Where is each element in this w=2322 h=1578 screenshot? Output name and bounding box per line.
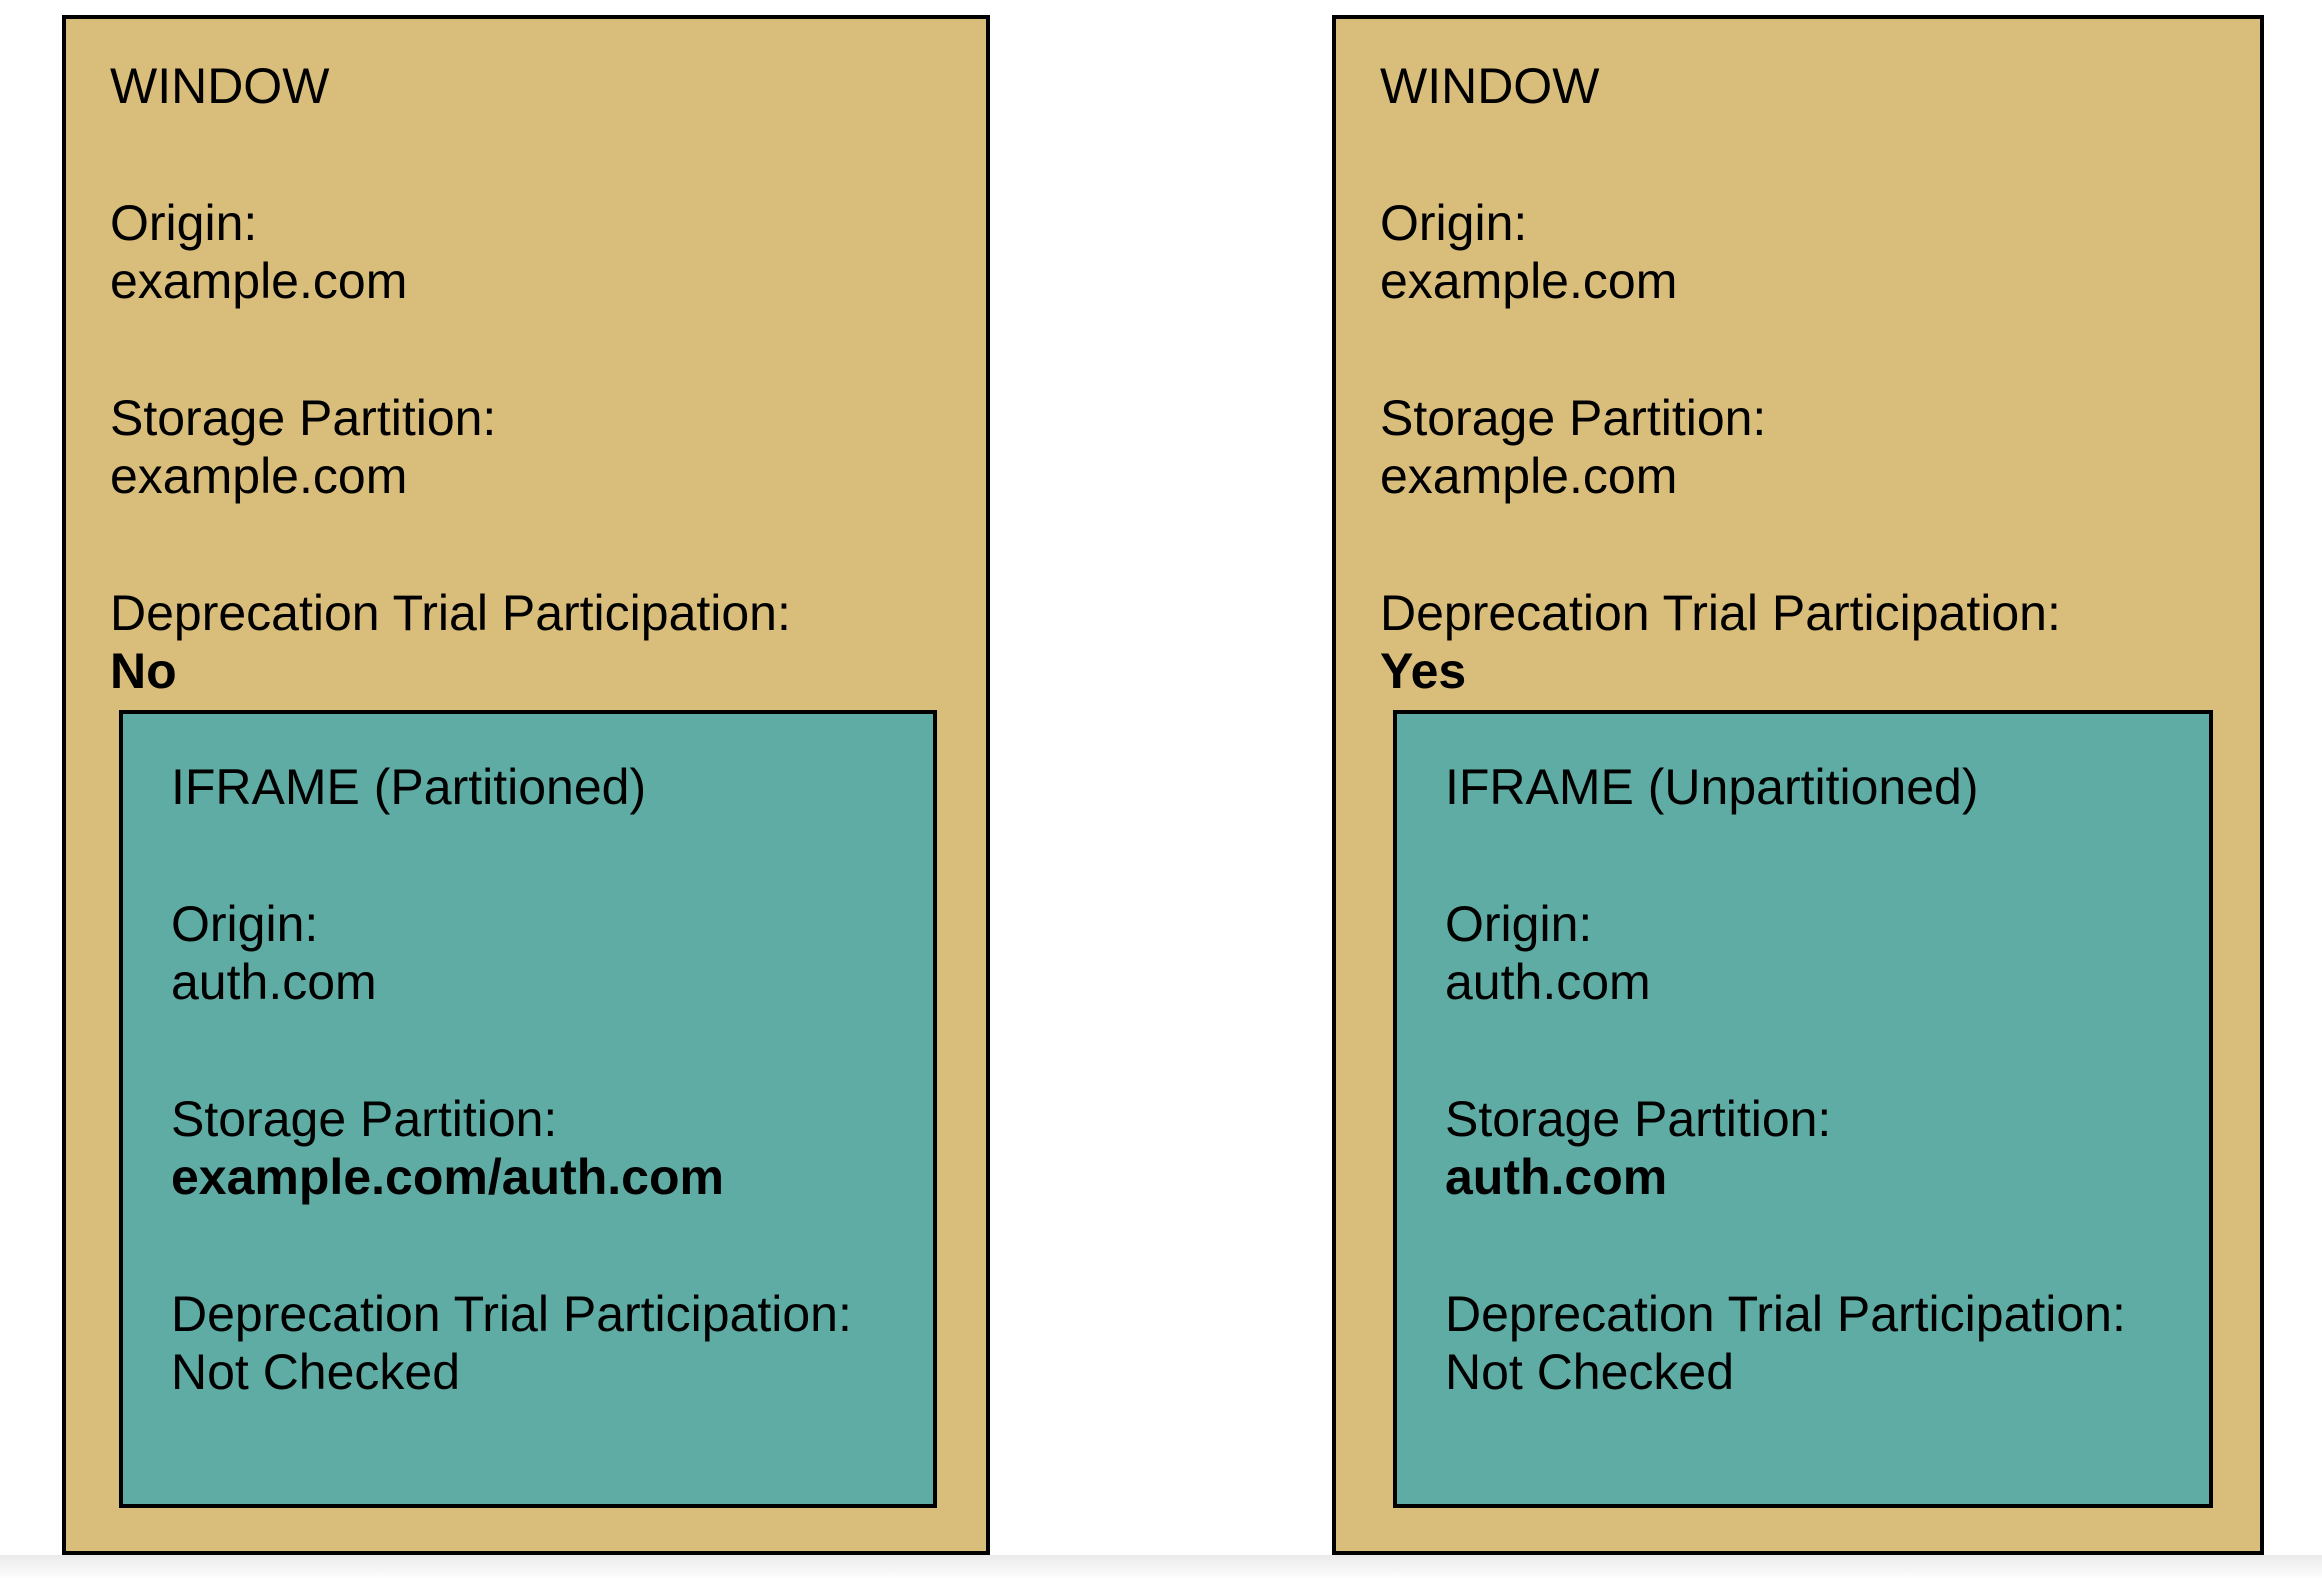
deprecation-trial-value: Yes (1380, 643, 1467, 699)
origin-field: Origin: example.com (1380, 194, 2224, 310)
window-content: WINDOW Origin: example.com Storage Parti… (66, 19, 986, 700)
origin-field: Origin: auth.com (171, 895, 903, 1011)
window-content: WINDOW Origin: example.com Storage Parti… (1336, 19, 2260, 700)
storage-partition-label: Storage Partition: (1380, 390, 1767, 446)
origin-label: Origin: (1445, 896, 1593, 952)
deprecation-trial-label: Deprecation Trial Participation: (1380, 585, 2061, 641)
window-title: WINDOW (110, 58, 330, 114)
iframe-content: IFRAME (Unpartitioned) Origin: auth.com … (1397, 714, 2209, 1401)
deprecation-trial-label: Deprecation Trial Participation: (110, 585, 791, 641)
storage-partition-field: Storage Partition: example.com (110, 389, 950, 505)
iframe-title: IFRAME (Partitioned) (171, 759, 647, 815)
window-box-partitioned: WINDOW Origin: example.com Storage Parti… (62, 15, 990, 1555)
origin-field: Origin: example.com (110, 194, 950, 310)
storage-partition-field: Storage Partition: auth.com (1445, 1090, 2179, 1206)
deprecation-trial-label: Deprecation Trial Participation: (1445, 1286, 2126, 1342)
storage-partition-value: example.com/auth.com (171, 1149, 724, 1205)
storage-partition-label: Storage Partition: (1445, 1091, 1832, 1147)
storage-partition-field: Storage Partition: example.com (1380, 389, 2224, 505)
storage-partition-label: Storage Partition: (110, 390, 497, 446)
storage-partition-field: Storage Partition: example.com/auth.com (171, 1090, 903, 1206)
storage-partition-value: example.com (110, 448, 408, 504)
iframe-box-unpartitioned: IFRAME (Unpartitioned) Origin: auth.com … (1393, 710, 2213, 1508)
origin-value: example.com (1380, 253, 1678, 309)
deprecation-trial-field: Deprecation Trial Participation: Not Che… (171, 1285, 903, 1401)
deprecation-trial-value: No (110, 643, 177, 699)
origin-value: auth.com (171, 954, 377, 1010)
storage-partition-label: Storage Partition: (171, 1091, 558, 1147)
deprecation-trial-field: Deprecation Trial Participation: No (110, 584, 950, 700)
origin-value: auth.com (1445, 954, 1651, 1010)
storage-partition-value: example.com (1380, 448, 1678, 504)
origin-field: Origin: auth.com (1445, 895, 2179, 1011)
iframe-content: IFRAME (Partitioned) Origin: auth.com St… (123, 714, 933, 1401)
deprecation-trial-value: Not Checked (171, 1344, 461, 1400)
origin-label: Origin: (171, 896, 319, 952)
deprecation-trial-field: Deprecation Trial Participation: Not Che… (1445, 1285, 2179, 1401)
deprecation-trial-label: Deprecation Trial Participation: (171, 1286, 852, 1342)
origin-label: Origin: (110, 195, 258, 251)
deprecation-trial-field: Deprecation Trial Participation: Yes (1380, 584, 2224, 700)
origin-value: example.com (110, 253, 408, 309)
storage-partition-value: auth.com (1445, 1149, 1668, 1205)
window-title: WINDOW (1380, 58, 1600, 114)
deprecation-trial-value: Not Checked (1445, 1344, 1735, 1400)
window-box-unpartitioned: WINDOW Origin: example.com Storage Parti… (1332, 15, 2264, 1555)
page-bottom-edge (0, 1555, 2322, 1578)
iframe-box-partitioned: IFRAME (Partitioned) Origin: auth.com St… (119, 710, 937, 1508)
iframe-title: IFRAME (Unpartitioned) (1445, 759, 1979, 815)
origin-label: Origin: (1380, 195, 1528, 251)
